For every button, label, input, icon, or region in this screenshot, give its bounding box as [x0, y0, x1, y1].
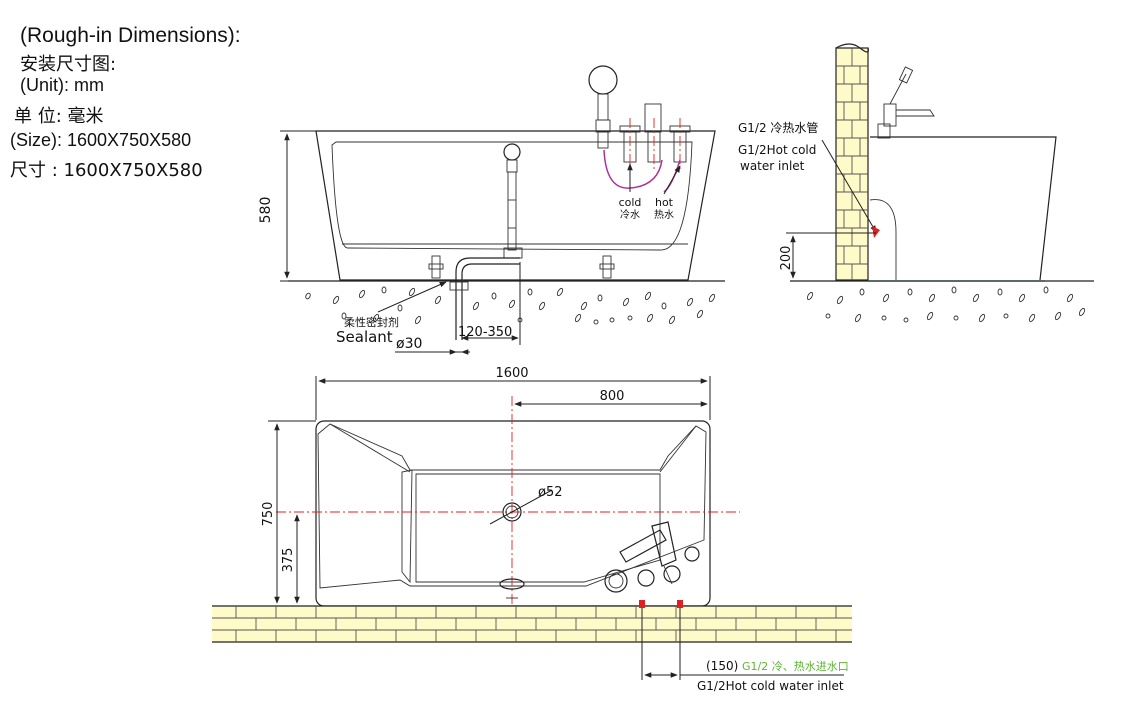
side-tub-outline	[870, 136, 1057, 281]
side-pipe-label-cn: G1/2 冷热水管	[738, 120, 818, 135]
plan-drain	[502, 502, 522, 522]
side-inlet-leader	[821, 139, 877, 233]
side-supply-pipe	[869, 199, 897, 280]
plan-inlet-label-cn: G1/2 冷、热水进水口	[742, 660, 849, 673]
gravel-side	[806, 286, 1086, 323]
title-en: (Rough-in Dimensions):	[20, 24, 241, 47]
sealant-leader	[377, 281, 447, 313]
unit-en: (Unit): mm	[20, 75, 104, 95]
hot-label-cn: 热水	[654, 208, 674, 221]
unit-cn: 单 位: 毫米	[14, 106, 104, 127]
faucet-assembly-front: cold 冷水 hot 热水	[588, 65, 691, 221]
drain-diameter-dim: ø30	[395, 336, 470, 355]
supply-hose	[603, 149, 663, 189]
plan-inlet-label-en: G1/2Hot cold water inlet	[697, 679, 844, 693]
drain-offset-label: 120-350	[458, 325, 512, 340]
title-cn: 安装尺寸图:	[20, 54, 117, 75]
side-pipe-label-en-1: G1/2Hot cold	[738, 143, 816, 157]
side-faucet	[877, 66, 935, 139]
cold-label-cn: 冷水	[620, 208, 640, 221]
plan-inlet-spacing-label: (150)	[706, 659, 738, 673]
plan-half-width-label: 375	[281, 548, 296, 573]
sealant-label-en: Sealant	[336, 328, 393, 346]
side-pipe-label-en-2: water inlet	[740, 159, 805, 173]
plan-half-length-dim: 800	[514, 389, 708, 407]
plan-view: 1600 800 ø52	[212, 366, 852, 693]
front-view: 580	[258, 65, 725, 355]
plan-faucet	[604, 521, 700, 593]
sealant-label-cn: 柔性密封剂	[344, 315, 399, 329]
hot-label-en: hot	[655, 196, 674, 209]
tub-feet	[428, 255, 615, 279]
tub-outer-outline	[315, 130, 716, 281]
plan-inner-side-left	[401, 469, 413, 584]
plan-length-dim: 1600	[315, 366, 711, 420]
drain-diameter-label: ø30	[396, 336, 422, 352]
side-height-dim: 200	[779, 232, 876, 279]
spec-header: (Rough-in Dimensions): 安装尺寸图: (Unit): mm…	[0, 0, 300, 200]
plan-brick-courses	[212, 606, 852, 642]
plan-half-length-label: 800	[600, 389, 625, 404]
tub-inner-outline	[331, 141, 693, 251]
plan-half-width-dim: 375	[281, 514, 300, 604]
gravel-front	[305, 286, 716, 325]
plan-brick-wall	[212, 606, 852, 642]
plan-drain-leader	[489, 489, 553, 525]
plan-width-dim: 750	[261, 420, 316, 607]
front-height-dim: 580	[258, 130, 316, 282]
plan-hot-inlet-marker	[677, 600, 683, 608]
plan-tub-outline	[315, 420, 711, 607]
plan-inner-basin	[317, 423, 707, 589]
drain-pipe	[449, 257, 520, 340]
size-en: (Size): 1600X750X580	[10, 130, 192, 150]
plan-cold-inlet-marker	[639, 600, 645, 608]
plan-overflow	[499, 578, 525, 590]
size-cn: 尺寸 : 1600X750X580	[10, 160, 203, 181]
drain-offset-dim: 120-350	[458, 262, 521, 345]
hand-shower-front	[503, 143, 523, 259]
cold-label-en: cold	[619, 196, 642, 209]
side-inlet-marker	[872, 226, 880, 238]
side-height-label: 200	[779, 246, 794, 271]
front-height-label: 580	[258, 197, 274, 224]
side-view: G1/2 冷热水管 G1/2Hot cold water inlet 200	[738, 43, 1094, 323]
plan-inlet-spacing-dim: (150) G1/2 冷、热水进水口 G1/2Hot cold water in…	[641, 608, 849, 693]
plan-basin-floor	[415, 473, 661, 583]
plan-width-label: 750	[261, 502, 276, 527]
plan-drain-label: ø52	[538, 485, 563, 500]
plan-length-label: 1600	[495, 366, 528, 381]
